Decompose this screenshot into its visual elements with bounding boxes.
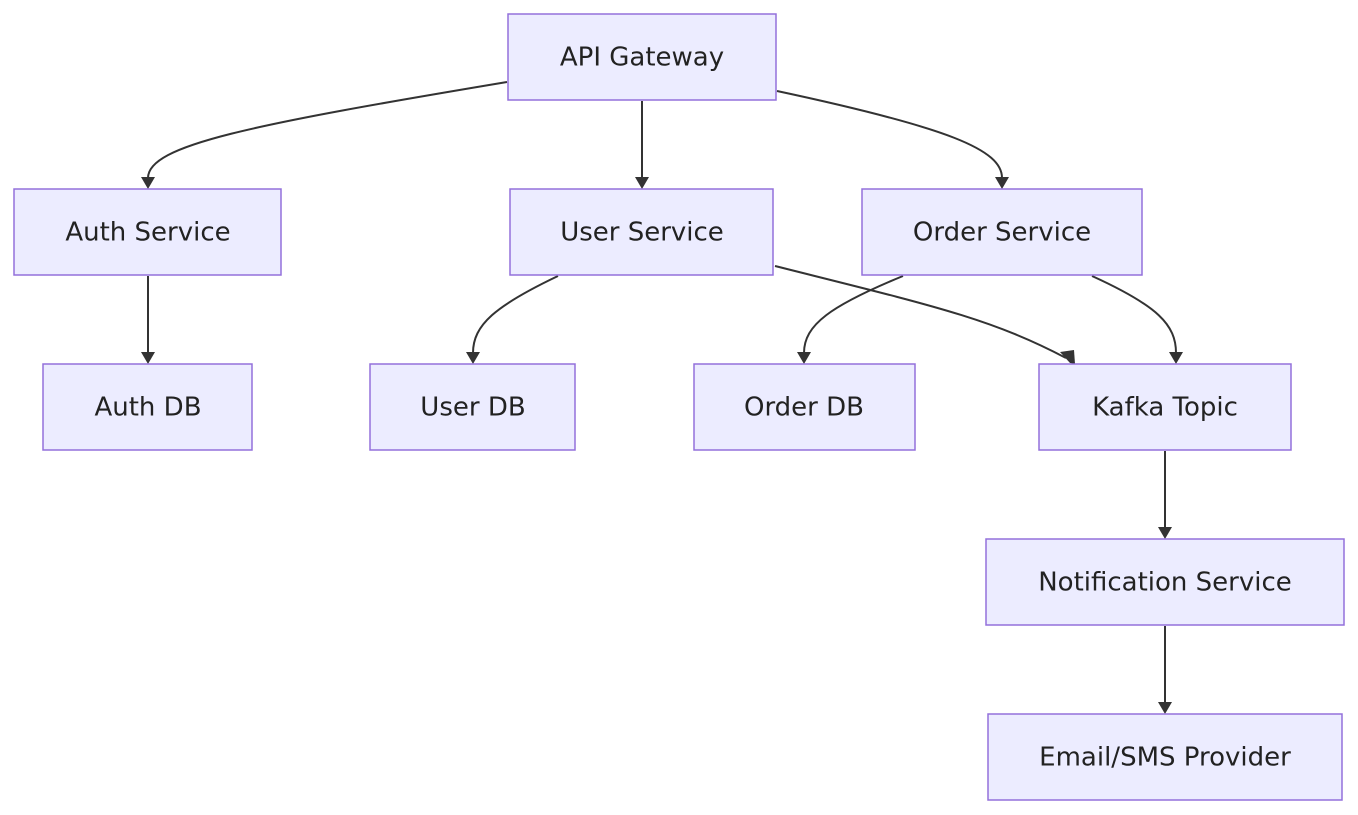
node-label-notification-service: Notification Service <box>1038 568 1292 598</box>
edge-user-service-to-user-db <box>466 275 559 364</box>
node-user-db[interactable]: User DB <box>369 363 576 451</box>
node-order-db[interactable]: Order DB <box>693 363 916 451</box>
node-auth-db[interactable]: Auth DB <box>42 363 253 451</box>
node-label-order-db: Order DB <box>744 393 864 423</box>
edge-api-gateway-to-auth-service <box>141 81 508 189</box>
node-label-user-service: User Service <box>560 218 724 248</box>
node-label-email-sms-provider: Email/SMS Provider <box>1039 743 1291 773</box>
node-label-auth-service: Auth Service <box>65 218 230 248</box>
edge-kafka-topic-to-notification-service <box>1158 451 1172 539</box>
node-notification-service[interactable]: Notification Service <box>985 538 1345 626</box>
edge-api-gateway-to-order-service <box>776 90 1009 189</box>
node-user-service[interactable]: User Service <box>509 188 774 276</box>
node-auth-service[interactable]: Auth Service <box>13 188 282 276</box>
node-order-service[interactable]: Order Service <box>861 188 1143 276</box>
edges-layer <box>141 81 1183 714</box>
edge-order-service-to-order-db <box>797 275 904 364</box>
node-kafka-topic[interactable]: Kafka Topic <box>1038 363 1292 451</box>
node-label-user-db: User DB <box>420 393 525 423</box>
edge-order-service-to-kafka-topic <box>1091 275 1183 364</box>
node-api-gateway[interactable]: API Gateway <box>507 13 777 101</box>
edge-notification-service-to-email-sms-provider <box>1158 626 1172 714</box>
node-label-order-service: Order Service <box>913 218 1091 248</box>
node-label-kafka-topic: Kafka Topic <box>1092 393 1238 423</box>
edge-user-service-to-kafka-topic <box>774 265 1075 364</box>
nodes-layer: API Gateway Auth Service User Service Or… <box>13 13 1345 801</box>
node-label-auth-db: Auth DB <box>94 393 201 423</box>
node-email-sms-provider[interactable]: Email/SMS Provider <box>987 713 1343 801</box>
node-label-api-gateway: API Gateway <box>560 43 724 73</box>
edge-auth-service-to-auth-db <box>141 276 155 364</box>
edge-api-gateway-to-user-service <box>635 101 649 189</box>
